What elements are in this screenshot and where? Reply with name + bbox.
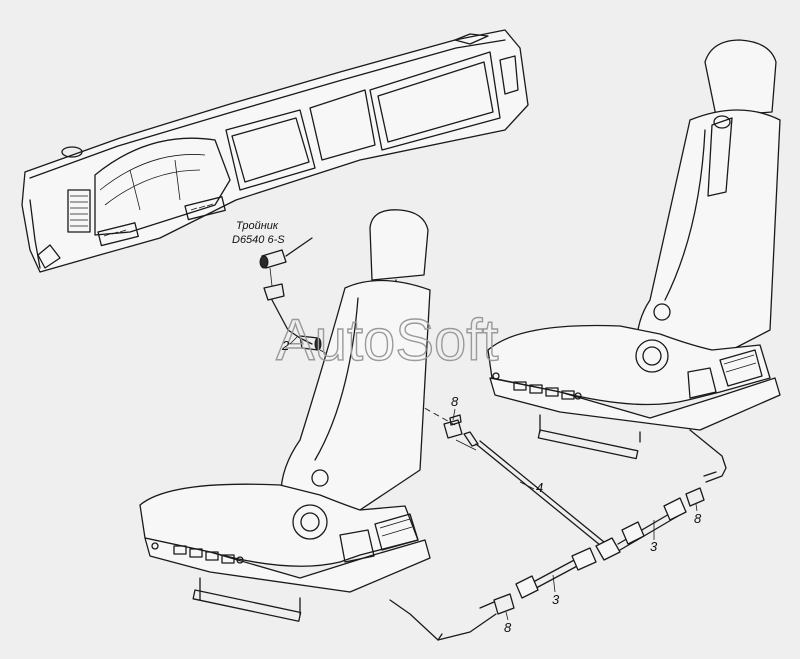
- callout-8-bottom-leader: [505, 611, 509, 621]
- callout-8-bottom: 8: [504, 620, 512, 635]
- callout-8-right: 8: [694, 511, 702, 526]
- callout-3-lower: 3: [552, 592, 560, 607]
- seat-left: [139, 209, 431, 622]
- callout-8-right-leader: [695, 503, 698, 512]
- callout-4-leader: [519, 481, 535, 490]
- callout-2: 2: [281, 338, 290, 353]
- seat-right: [487, 39, 781, 460]
- callout-3-lower-leader: [552, 574, 556, 593]
- callout-4: 4: [536, 480, 543, 495]
- callout-8-top: 8: [451, 394, 459, 409]
- callout-8-top-leader: [452, 408, 456, 421]
- dashboard: [21, 29, 529, 273]
- callout-2-leader: [289, 335, 299, 345]
- callout-3-upper: 3: [650, 539, 658, 554]
- tee-note-line2: D6540 6-S: [232, 234, 285, 246]
- tee-fitting: [259, 237, 322, 351]
- air-lines: [389, 414, 727, 641]
- watermark: AutoSoft: [276, 308, 498, 373]
- tee-note-line1: Тройник: [236, 220, 279, 232]
